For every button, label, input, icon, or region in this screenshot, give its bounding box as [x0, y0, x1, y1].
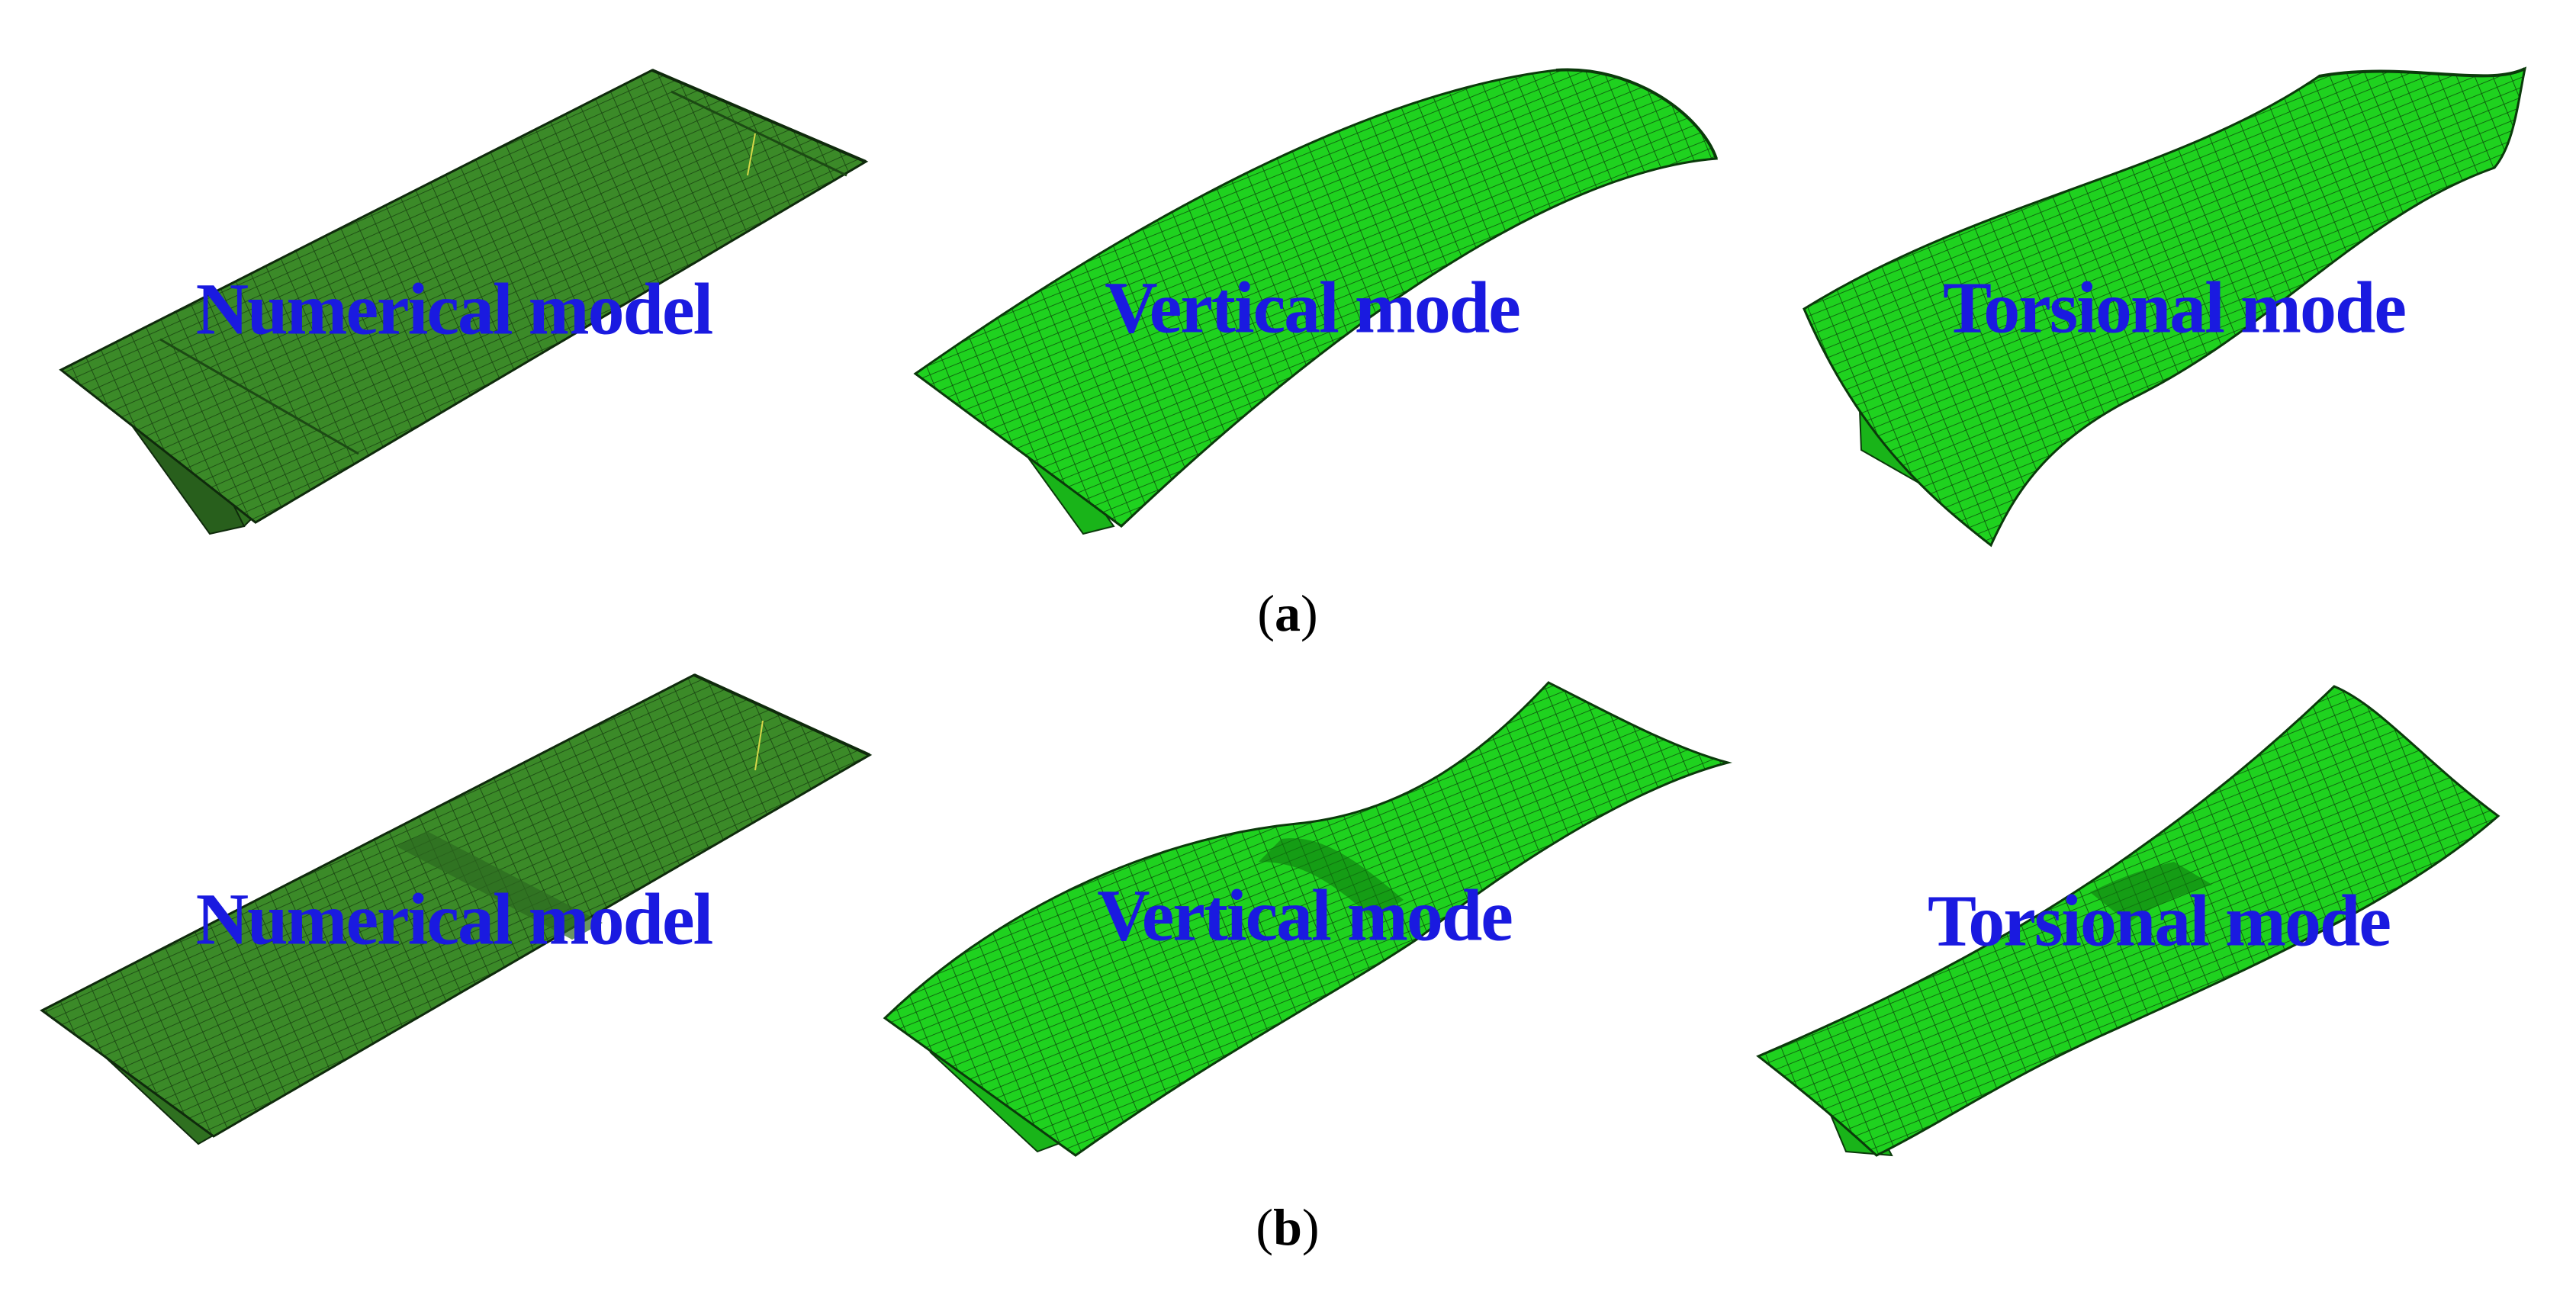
deck — [883, 681, 1732, 1157]
panel-a-torsional-mode — [1803, 66, 2527, 548]
deck-edge — [1555, 68, 1718, 159]
panel-label-b: (b) — [1256, 1198, 1320, 1256]
axis-marker — [754, 720, 764, 771]
panel-a-vertical-mode — [913, 68, 1719, 535]
label-b-numerical-model: Numerical model — [195, 878, 713, 960]
deck-band — [2090, 862, 2212, 923]
deck — [1803, 66, 2527, 548]
axis-marker — [747, 133, 756, 176]
deck-edge — [693, 673, 870, 757]
deck-edge — [651, 69, 867, 163]
stiffener-line — [159, 338, 359, 455]
panel-label-a: (a) — [1257, 584, 1318, 642]
deck-edge — [2318, 67, 2526, 78]
stiffener-line — [671, 90, 847, 177]
label-b-torsional-mode: Torsional mode — [1928, 879, 2391, 962]
panel-a-numerical-model — [59, 69, 869, 535]
deck-band — [1259, 838, 1404, 919]
label-a-numerical-model: Numerical model — [195, 268, 713, 350]
deck-band — [397, 831, 603, 940]
label-a-torsional-mode: Torsional mode — [1943, 266, 2407, 349]
panel-b-vertical-mode — [883, 681, 1732, 1157]
panel-b-numerical-model — [40, 673, 873, 1145]
panel-b-torsional-mode — [1756, 685, 2500, 1157]
label-b-vertical-mode: Vertical mode — [1097, 874, 1513, 956]
label-a-vertical-mode: Vertical mode — [1105, 266, 1521, 349]
